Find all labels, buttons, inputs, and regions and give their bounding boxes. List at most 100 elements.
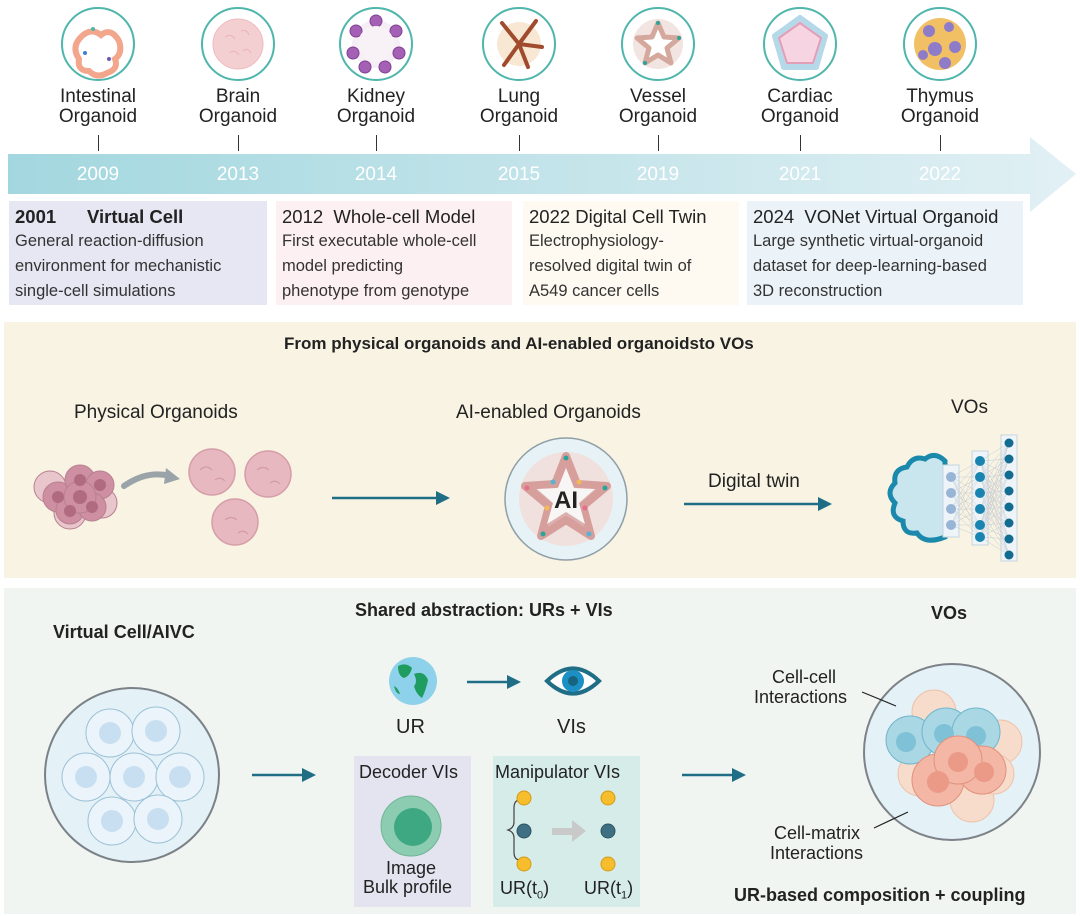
cell-cell-pointer-line	[861, 691, 897, 707]
organoid-name-line2: Organoid	[900, 106, 980, 127]
manipulator-diagram-icon	[506, 790, 616, 872]
organoid-name-line1: Thymus	[906, 86, 974, 107]
timeline-year: 2014	[354, 164, 398, 185]
ur-label: UR	[396, 716, 425, 738]
organoid-name-line1: Brain	[215, 86, 261, 107]
milestone-title: 2022 Digital Cell Twin	[529, 206, 707, 227]
organoid-name-line2: Organoid	[479, 106, 559, 127]
decoder-bulk-profile-label: Bulk profile	[363, 877, 453, 897]
thymus-organoid-icon	[903, 7, 977, 81]
nn-connection	[979, 442, 1010, 462]
decoder-cell-icon	[380, 795, 442, 857]
physical-organoid-cluster-icon	[33, 464, 118, 530]
nn-connection	[979, 442, 1010, 538]
cell-matrix-label-line2: Interactions	[770, 843, 864, 863]
nn-connection	[950, 460, 981, 510]
nn-connection	[950, 476, 981, 526]
nn-connection	[979, 474, 1010, 526]
nn-connection	[979, 442, 1010, 478]
timeline-tick	[800, 135, 801, 151]
milestone-title: 2012 Whole-cell Model	[282, 206, 476, 227]
eye-icon	[544, 666, 602, 696]
nn-connection	[950, 492, 981, 538]
organoid-name-line1: Lung	[497, 86, 541, 107]
ur-t1-subscript: 1	[621, 889, 628, 902]
milestone-line: General reaction-diffusion	[15, 232, 204, 250]
vos-label-top: VOs	[951, 397, 988, 418]
milestone-line: Large synthetic virtual-organoid	[753, 232, 984, 250]
nn-connection	[950, 508, 981, 526]
ur-t0-subscript: 0	[537, 889, 544, 902]
nn-connection	[950, 460, 981, 478]
nn-connection	[979, 442, 1010, 510]
nn-connection	[979, 522, 1010, 538]
intestinal-organoid-icon	[61, 7, 135, 81]
nn-connection	[950, 524, 981, 538]
manipulator-vis-title: Manipulator VIs	[495, 762, 621, 782]
organoid-name-line1: Cardiac	[767, 86, 833, 107]
cell-cell-label-line2: Interactions	[754, 687, 848, 707]
organoid-name-line2: Organoid	[58, 106, 138, 127]
ai-enabled-organoids-label: AI-enabled Organoids	[456, 402, 641, 423]
milestone-line: A549 cancer cells	[529, 282, 660, 300]
nn-connection	[979, 442, 1010, 526]
timeline-arrow	[8, 137, 1076, 212]
curved-gray-arrow-icon	[121, 468, 180, 489]
decoder-vis-title: Decoder VIs	[359, 762, 459, 782]
milestone-line: phenotype from genotype	[282, 282, 470, 300]
cell-matrix-pointer-line	[873, 811, 909, 829]
ur-t0-label: UR(t0)	[500, 878, 549, 902]
timeline-tick	[658, 135, 659, 151]
ur-t1-label: UR(t1)	[584, 878, 633, 902]
neural-network-organoid-icon	[887, 434, 1018, 562]
timeline-year: 2022	[918, 164, 962, 185]
decoder-image-label: Image	[386, 858, 437, 878]
arrow-icon	[252, 768, 316, 782]
arrow-icon	[332, 491, 450, 505]
timeline-tick	[940, 135, 941, 151]
milestone-line: model predicting	[282, 257, 404, 275]
nn-connection	[979, 536, 1010, 556]
cell-cell-label-line1: Cell-cell	[772, 667, 837, 687]
organoid-name-line2: Organoid	[198, 106, 278, 127]
milestone-line: Electrophysiology-	[529, 232, 664, 250]
milestone-line: dataset for deep-learning-based	[753, 257, 987, 275]
milestone-card-digital-twin: 2022 Digital Cell Twin Electrophysiology…	[523, 201, 739, 305]
nn-connection	[950, 460, 981, 494]
ur-t0-text: UR(t	[500, 878, 537, 898]
virtual-cell-icon	[44, 687, 220, 863]
vos-label-bottom: VOs	[931, 603, 968, 623]
nn-connection	[950, 476, 981, 538]
timeline-year: 2013	[216, 164, 260, 185]
close-paren: )	[627, 878, 634, 898]
virtual-cell-aivc-label: Virtual Cell/AIVC	[53, 622, 195, 642]
organoid-name-line1: Kidney	[346, 86, 406, 107]
nn-connection	[979, 490, 1010, 538]
cell-matrix-label-line1: Cell-matrix	[774, 823, 861, 843]
ur-t1-text: UR(t	[584, 878, 621, 898]
kidney-organoid-icon	[339, 7, 413, 81]
nn-connection	[950, 492, 981, 526]
timeline-tick	[376, 135, 377, 151]
digital-twin-arrow-icon	[684, 497, 832, 511]
vessel-organoid-icon	[621, 7, 695, 81]
virtual-organoid-icon	[863, 663, 1041, 841]
close-paren: )	[543, 878, 550, 898]
milestone-title: 2001 Virtual Cell	[15, 206, 184, 227]
milestone-line: First executable whole-cell	[282, 232, 477, 250]
organoid-name-line2: Organoid	[618, 106, 698, 127]
organoid-name-line1: Intestinal	[59, 86, 137, 107]
physical-organoids-label: Physical Organoids	[74, 402, 238, 423]
nn-connection	[979, 524, 1010, 540]
organoid-name-line2: Organoid	[336, 106, 416, 127]
brain-organoid-icon	[201, 7, 275, 81]
shared-abstraction-title: Shared abstraction: URs + VIs	[355, 600, 613, 620]
arrow-icon	[467, 675, 521, 689]
ai-organoid-icon: AI	[504, 437, 628, 561]
organoid-name-line1: Vessel	[630, 86, 686, 107]
nn-connection	[979, 490, 1010, 526]
